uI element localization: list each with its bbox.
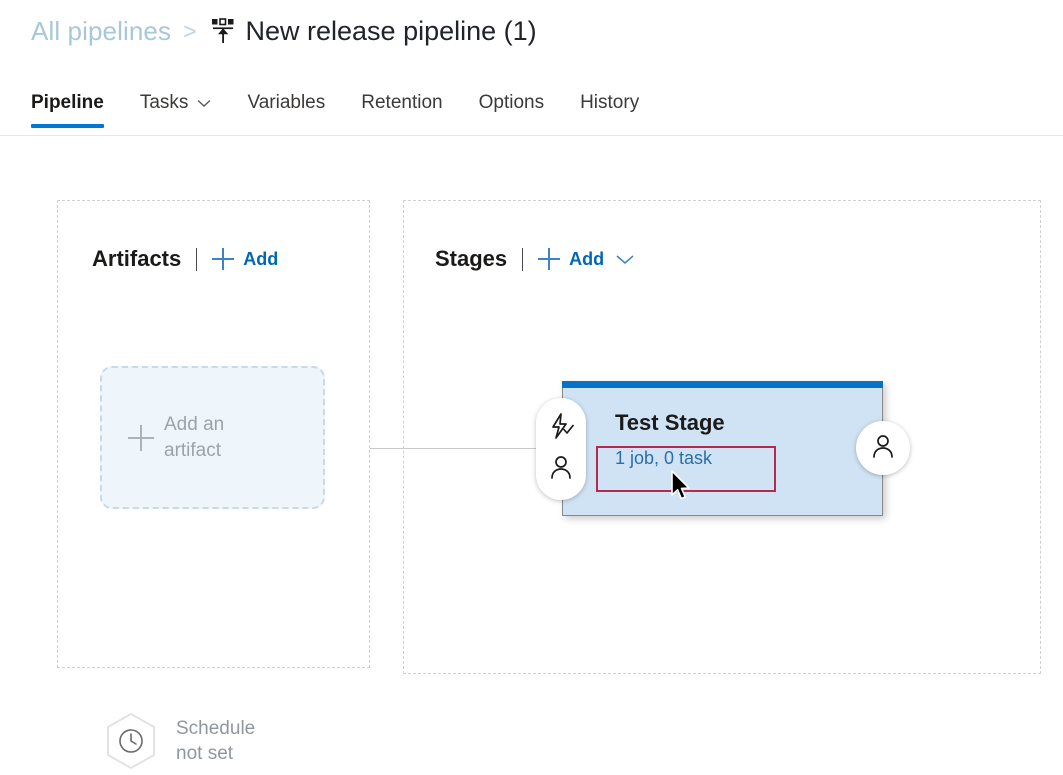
- breadcrumb: All pipelines > New release pipeline (1): [31, 9, 537, 53]
- tab-retention-label: Retention: [361, 92, 443, 113]
- plus-icon: [128, 424, 154, 451]
- breadcrumb-all-pipelines-link[interactable]: All pipelines: [31, 15, 172, 46]
- pipeline-canvas: Artifacts Add Stages Add Add an artifact: [0, 136, 1063, 770]
- tab-options[interactable]: Options: [479, 82, 544, 114]
- tab-retention[interactable]: Retention: [361, 82, 442, 114]
- tab-history-label: History: [580, 92, 640, 113]
- schedule-label: Schedule not set: [176, 716, 255, 766]
- stage-card-accent-bar: [562, 381, 883, 388]
- page-title: New release pipeline (1): [245, 15, 537, 46]
- add-artifact-placeholder-label: Add an artifact: [164, 412, 224, 464]
- tab-variables[interactable]: Variables: [247, 82, 325, 114]
- stages-title: Stages: [435, 246, 508, 271]
- tab-history[interactable]: History: [580, 82, 639, 114]
- release-pipeline-icon: [210, 17, 236, 45]
- lightning-check-icon: [548, 413, 574, 444]
- person-icon: [870, 433, 896, 464]
- add-artifact-line1: Add an: [164, 413, 225, 435]
- schedule-line2: not set: [176, 743, 234, 764]
- tab-options-label: Options: [478, 92, 545, 113]
- person-icon: [548, 454, 574, 485]
- add-stage-label: Add: [569, 248, 605, 269]
- schedule-trigger[interactable]: Schedule not set: [104, 712, 255, 770]
- pre-deployment-conditions-button[interactable]: [536, 398, 586, 500]
- plus-icon: [212, 248, 235, 270]
- clock-icon: [104, 712, 158, 770]
- tab-tasks-label: Tasks: [139, 92, 189, 113]
- artifacts-header: Artifacts Add: [92, 246, 278, 272]
- breadcrumb-separator: >: [183, 17, 197, 44]
- tab-tasks[interactable]: Tasks: [140, 82, 212, 114]
- artifact-stage-connector: [370, 448, 564, 449]
- tab-variables-label: Variables: [247, 92, 326, 113]
- tab-pipeline[interactable]: Pipeline: [31, 82, 104, 128]
- header-divider: [522, 247, 524, 271]
- tab-bar: Pipeline Tasks Variables Retention Optio…: [0, 82, 1063, 136]
- add-artifact-button[interactable]: Add: [212, 248, 278, 270]
- add-artifact-line2: artifact: [164, 439, 222, 461]
- chevron-down-icon: [197, 92, 211, 114]
- stage-card[interactable]: Test Stage 1 job, 0 task: [562, 381, 883, 516]
- chevron-down-icon[interactable]: [615, 254, 635, 265]
- tab-pipeline-label: Pipeline: [31, 92, 104, 113]
- artifacts-title: Artifacts: [92, 246, 182, 271]
- add-stage-button[interactable]: Add: [538, 248, 635, 270]
- add-artifact-placeholder[interactable]: Add an artifact: [100, 366, 325, 509]
- plus-icon: [538, 248, 561, 270]
- stage-name: Test Stage: [615, 410, 725, 435]
- post-deployment-conditions-button[interactable]: [856, 421, 910, 475]
- header-divider: [196, 247, 198, 271]
- stage-jobs-link[interactable]: 1 job, 0 task: [615, 448, 713, 468]
- stages-panel: [403, 200, 1041, 674]
- schedule-line1: Schedule: [176, 718, 256, 739]
- add-artifact-label: Add: [243, 248, 279, 269]
- stages-header: Stages Add: [435, 246, 635, 272]
- artifacts-panel: [57, 200, 370, 668]
